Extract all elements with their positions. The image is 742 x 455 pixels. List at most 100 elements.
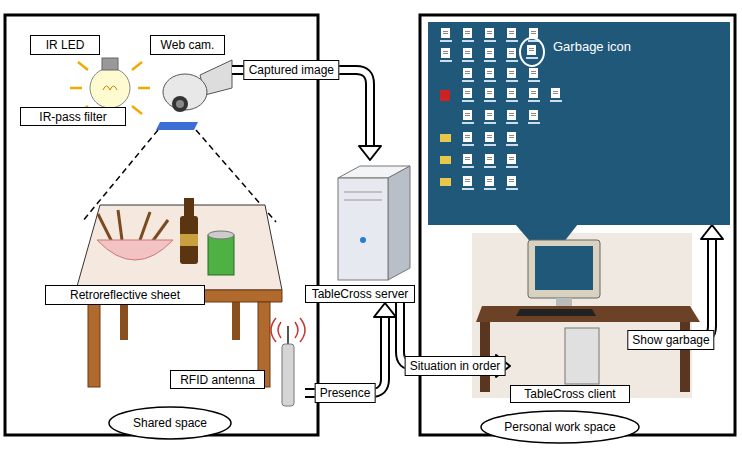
space-oval: Shared space — [108, 406, 232, 440]
bottle-body — [180, 216, 198, 264]
node-label: TableCross client — [510, 385, 630, 403]
desktop-icon — [528, 88, 540, 102]
desktop-icon — [462, 28, 474, 42]
webcam-lens-core — [176, 100, 184, 108]
desktop-icon — [484, 110, 496, 124]
keyboard — [516, 309, 596, 316]
arrow-head — [701, 225, 723, 239]
folder-icon — [440, 134, 451, 142]
basket-bowl — [97, 240, 173, 260]
ray — [132, 62, 142, 70]
basket-sticks — [98, 210, 168, 242]
part-label: IR LED — [30, 35, 100, 55]
part-label: IR-pass filter — [20, 107, 126, 126]
desktop-icon — [462, 176, 474, 190]
node-label: RFID antenna — [170, 370, 265, 389]
desktop-icon — [506, 88, 518, 102]
desktop-icon — [528, 110, 540, 124]
arrow-fill — [232, 70, 370, 147]
icon-grid — [440, 28, 562, 190]
desktop-icon — [506, 28, 518, 42]
desktop-icon — [528, 28, 540, 42]
arrow-head — [374, 303, 396, 317]
stick — [118, 210, 122, 240]
monitor-body — [528, 240, 600, 298]
desktop-icon — [484, 68, 496, 82]
desktop-icon — [462, 110, 474, 124]
desktop-icon — [484, 176, 496, 190]
computer — [476, 240, 700, 392]
node-label: Garbage icon — [553, 39, 631, 54]
power-light — [360, 237, 366, 243]
stick — [152, 220, 168, 242]
edge-label: Presence — [315, 383, 376, 403]
desk-top — [476, 306, 700, 322]
monitor-screen — [535, 246, 593, 290]
edge-label: Situation in order — [405, 356, 506, 376]
rfid-antenna — [271, 318, 305, 406]
webcam-node: Web cam. — [150, 33, 232, 122]
node-label: IR LED — [30, 35, 100, 55]
desktop-screen: Garbage icon — [428, 22, 730, 225]
desktop-icon — [440, 48, 452, 62]
node-label: IR-pass filter — [20, 107, 126, 126]
desktop-icon — [484, 88, 496, 102]
can-top — [208, 231, 234, 239]
arrow-head — [359, 146, 381, 160]
desktop-icon — [484, 132, 496, 146]
bottle — [180, 198, 198, 264]
hollow-arrow — [630, 225, 723, 340]
hollow-arrow — [232, 70, 381, 160]
drive-slot — [344, 192, 382, 193]
desktop-icon — [528, 68, 540, 82]
oval-shape — [109, 407, 231, 439]
desktop-icon — [462, 88, 474, 102]
edge-label: Captured image — [244, 60, 339, 80]
node-label: Retroreflective sheet — [45, 285, 205, 305]
basket — [97, 210, 173, 260]
desktop-icon — [440, 28, 452, 42]
stick — [98, 214, 112, 242]
table-top — [76, 205, 282, 290]
desktop-icon — [506, 48, 518, 62]
desktop-icon — [462, 154, 474, 168]
node-label: Personal work space — [480, 410, 640, 444]
table-leg — [232, 298, 240, 340]
table-leg — [88, 302, 100, 387]
webcam — [163, 60, 232, 112]
node-label: Web cam. — [150, 35, 225, 55]
server — [338, 166, 410, 280]
part-label: Retroreflective sheet — [45, 285, 205, 305]
server-node: TableCross server — [305, 160, 418, 303]
client-node: TableCross client — [510, 325, 630, 403]
arrow-outline — [305, 316, 385, 393]
ray — [138, 87, 150, 90]
ray — [70, 87, 82, 90]
webcam-lens — [172, 96, 188, 112]
arrow-fill — [305, 316, 385, 393]
desktop-icon — [462, 48, 474, 62]
stick — [140, 212, 150, 240]
bulb-glass — [90, 68, 130, 108]
monitor-stand — [556, 298, 572, 306]
can — [208, 231, 234, 275]
desktop-icon — [440, 90, 450, 101]
space-oval: Personal work space — [480, 410, 640, 444]
pc-tower — [565, 328, 599, 384]
antenna-mast — [287, 326, 289, 346]
desktop-icon — [484, 48, 496, 62]
node-label: TableCross server — [305, 285, 415, 303]
ray — [78, 62, 88, 70]
desktop-icon — [506, 154, 518, 168]
ray — [132, 106, 142, 114]
server-front — [338, 178, 388, 280]
antenna-node: RFID antenna — [170, 322, 305, 406]
edge-label: Show garbage — [627, 330, 714, 350]
arrow-fill — [630, 238, 712, 340]
garbage-icon — [526, 45, 538, 59]
desktop-icon — [484, 154, 496, 168]
hollow-arrow — [305, 303, 396, 393]
hollow-arrow — [400, 303, 510, 377]
